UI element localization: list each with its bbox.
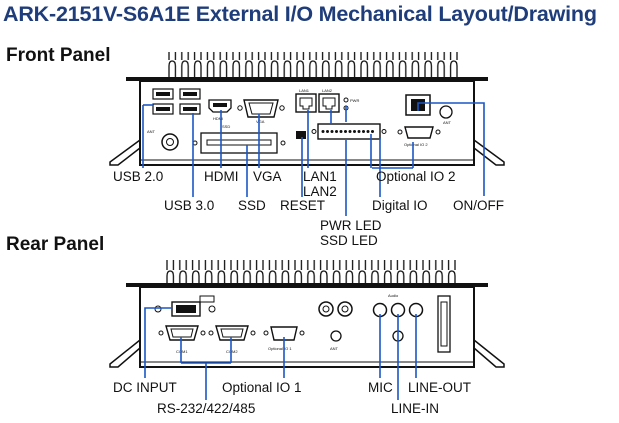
front-callouts: USB 2.0 USB 3.0 HDMI VGA SSD RESET LAN1 … bbox=[113, 169, 504, 248]
usb20-ports bbox=[152, 88, 174, 115]
optional-io1-port: Optional IO 1 bbox=[263, 326, 305, 351]
rear-right-foot bbox=[473, 339, 505, 368]
on-off-leader bbox=[417, 102, 485, 196]
reset-button-port bbox=[296, 131, 306, 139]
optional-io2-engraved-label: Optional IO 2 bbox=[404, 142, 428, 147]
front-panel-drawing: HDMI VGA ANT SSD LAN1 bbox=[109, 52, 505, 166]
optional-io1-label: Optional IO 1 bbox=[222, 380, 302, 395]
digital-io-label: Digital IO bbox=[372, 198, 428, 213]
pwr-led-label: PWR LED bbox=[320, 218, 382, 233]
rear-panel-heading: Rear Panel bbox=[6, 234, 105, 255]
dc-input-label: DC INPUT bbox=[113, 380, 177, 395]
lan-ports: LAN1 LAN2 bbox=[295, 88, 340, 113]
vga-label: VGA bbox=[253, 169, 282, 184]
audio-engraved-label: Audio bbox=[388, 293, 399, 298]
com1-port: COM1 bbox=[158, 325, 206, 354]
page-title: ARK-2151V-S6A1E External I/O Mechanical … bbox=[3, 2, 597, 26]
rear-side-slot bbox=[437, 295, 451, 353]
rear-chassis bbox=[139, 286, 475, 368]
on-off-label: ON/OFF bbox=[453, 198, 504, 213]
front-ant-right: ANT bbox=[439, 105, 453, 125]
front-top-rail bbox=[126, 77, 488, 81]
rear-heatsink-fins bbox=[164, 260, 460, 284]
com2-engraved-label: COM2 bbox=[226, 349, 238, 354]
front-ant-right-label: ANT bbox=[443, 120, 452, 125]
optional-io2-port: Optional IO 2 bbox=[397, 126, 441, 147]
ssd-label: SSD bbox=[238, 198, 266, 213]
pwr-engraved-label: PWR bbox=[350, 98, 359, 103]
com1-engraved-label: COM1 bbox=[176, 349, 188, 354]
lan2-engraved-label: LAN2 bbox=[322, 88, 333, 93]
usb30-ports bbox=[179, 88, 201, 115]
rear-antennas: ANT bbox=[318, 301, 353, 351]
mic-label: MIC bbox=[368, 380, 393, 395]
digital-io-port bbox=[311, 123, 387, 140]
line-out-label: LINE-OUT bbox=[408, 380, 471, 395]
rear-panel-drawing: COM1 COM2 Optional IO 1 ANT Audi bbox=[109, 260, 505, 368]
rear-ant-label: ANT bbox=[330, 346, 339, 351]
usb20-label: USB 2.0 bbox=[113, 169, 163, 184]
optional-io1-engraved-label: Optional IO 1 bbox=[268, 346, 292, 351]
front-right-foot bbox=[473, 139, 505, 166]
ssd-engraved-label: SSD bbox=[222, 124, 230, 129]
hdmi-engraved-label: HDMI bbox=[213, 116, 223, 121]
hdmi-port: HDMI bbox=[208, 99, 232, 121]
rs232-label: RS-232/422/485 bbox=[157, 401, 255, 416]
line-in-label: LINE-IN bbox=[391, 401, 439, 416]
optional-io2-label: Optional IO 2 bbox=[376, 169, 456, 184]
lan2-label: LAN2 bbox=[303, 184, 337, 199]
rear-top-rail bbox=[126, 283, 488, 287]
vga-port: VGA bbox=[237, 99, 285, 124]
front-chassis bbox=[139, 80, 475, 166]
front-heatsink-fins bbox=[166, 52, 460, 78]
hdmi-label: HDMI bbox=[204, 169, 239, 184]
lan1-engraved-label: LAN1 bbox=[299, 88, 310, 93]
dc-input-port bbox=[154, 295, 216, 317]
ssd-led-label: SSD LED bbox=[320, 233, 378, 248]
front-left-foot bbox=[109, 139, 141, 166]
reset-label: RESET bbox=[280, 198, 325, 213]
rear-leader-lines bbox=[144, 307, 417, 400]
front-panel-heading: Front Panel bbox=[6, 45, 111, 66]
dc-input-leader bbox=[144, 307, 172, 378]
lan1-label: LAN1 bbox=[303, 169, 337, 184]
rear-left-foot bbox=[109, 339, 141, 368]
rear-callouts: DC INPUT RS-232/422/485 Optional IO 1 MI… bbox=[113, 380, 471, 416]
vga-engraved-label: VGA bbox=[256, 119, 265, 124]
front-ant-left-label: ANT bbox=[147, 129, 156, 134]
front-leader-lines bbox=[142, 102, 485, 216]
usb30-label: USB 3.0 bbox=[164, 198, 214, 213]
front-ant-left: ANT bbox=[147, 129, 179, 151]
ssd-slot: SSD bbox=[192, 124, 286, 154]
com2-port: COM2 bbox=[208, 325, 256, 354]
